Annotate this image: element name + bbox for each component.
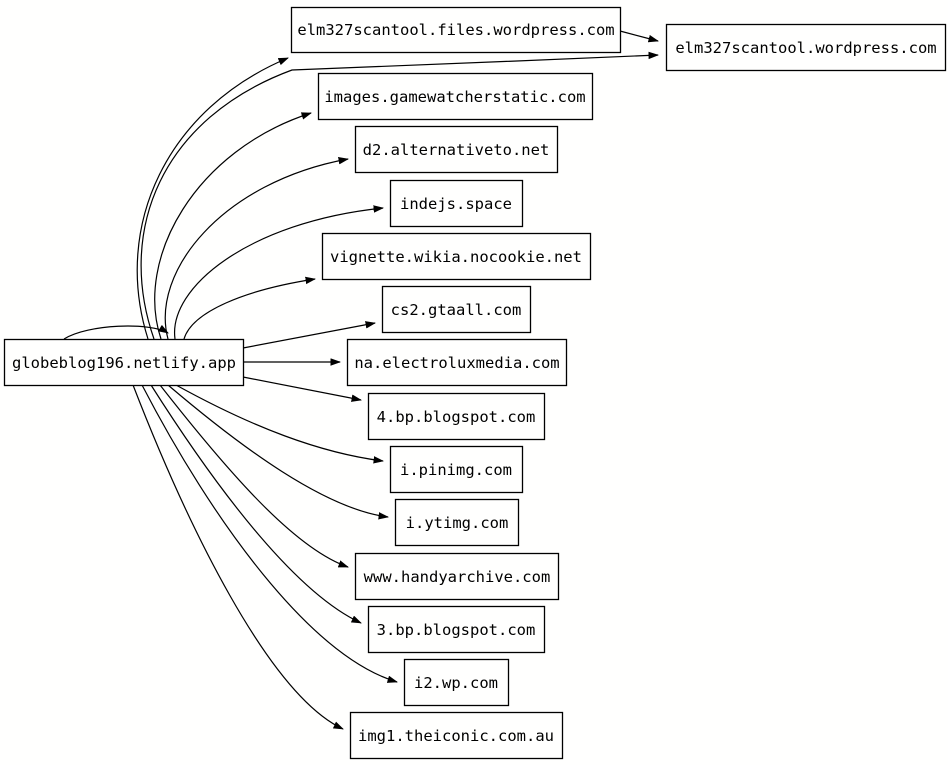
edge-globeblog196-self-loop: [63, 324, 169, 340]
node-label: cs2.gtaall.com: [391, 301, 522, 319]
node-box: [367, 392, 546, 441]
node-box: [389, 179, 524, 228]
edge-globeblog196-to-4-bp-blogspot: [242, 376, 362, 402]
edge-group: [63, 30, 659, 730]
node-label: na.electroluxmedia.com: [354, 354, 559, 372]
node-elm327scantool-files-wordpress-com: elm327scantool.files.wordpress.com: [290, 6, 622, 54]
node-i-ytimg-com: i.ytimg.com: [394, 498, 520, 547]
node-elm327scantool-wordpress-com: elm327scantool.wordpress.com: [665, 23, 947, 72]
node-box: [381, 285, 532, 334]
edge-globeblog196-to-cs2-gtaall: [242, 321, 376, 349]
edge-globeblog196-to-i2-wp: [141, 384, 398, 683]
node-box: [321, 232, 592, 281]
node-i2-wp-com: i2.wp.com: [403, 658, 510, 707]
node-box: [346, 338, 568, 387]
node-vignette-wikia-nocookie-net: vignette.wikia.nocookie.net: [321, 232, 592, 281]
node-box: [349, 711, 564, 760]
edge-globeblog196-to-indejs-space: [174, 205, 384, 340]
node-label: www.handyarchive.com: [364, 568, 551, 586]
edge-globeblog196-to-images-gamewatcherstatic: [154, 112, 312, 340]
edge-globeblog196-to-img1-theiconic: [132, 384, 344, 730]
edge-globeblog196-to-i-ytimg: [167, 384, 389, 520]
node-box: [367, 605, 546, 654]
node-box: [317, 72, 594, 121]
node-label: i.ytimg.com: [406, 514, 509, 532]
node-box: [354, 552, 560, 601]
node-globeblog196-netlify-app: globeblog196.netlify.app: [3, 338, 245, 387]
node-label: i.pinimg.com: [400, 461, 512, 479]
node-label: images.gamewatcherstatic.com: [324, 88, 585, 106]
node-label: vignette.wikia.nocookie.net: [330, 248, 582, 266]
node-label: i2.wp.com: [414, 674, 498, 692]
node-box: [389, 445, 524, 494]
edge-globeblog196-to-3-bp-blogspot: [150, 384, 362, 624]
node-label: d2.alternativeto.net: [363, 141, 550, 159]
node-box: [403, 658, 510, 707]
edge-globeblog196-to-i-pinimg: [175, 384, 384, 464]
node-label: img1.theiconic.com.au: [358, 727, 554, 745]
node-label: 4.bp.blogspot.com: [377, 408, 536, 426]
edge-globeblog196-to-elm327scantool-wordpress: [140, 51, 659, 340]
node-na-electroluxmedia-com: na.electroluxmedia.com: [346, 338, 568, 387]
edge-globeblog196-to-elm327scantool-files: [136, 57, 289, 340]
edge-globeblog196-to-vignette-wikia: [183, 276, 316, 340]
node-images-gamewatcherstatic-com: images.gamewatcherstatic.com: [317, 72, 594, 121]
node-box: [3, 338, 245, 387]
node-box: [665, 23, 947, 72]
node-www-handyarchive-com: www.handyarchive.com: [354, 552, 560, 601]
node-label: indejs.space: [400, 195, 512, 213]
node-label: elm327scantool.wordpress.com: [675, 39, 936, 57]
node-label: 3.bp.blogspot.com: [377, 621, 536, 639]
node-group: globeblog196.netlify.app elm327scantool.…: [3, 6, 947, 760]
node-3-bp-blogspot-com: 3.bp.blogspot.com: [367, 605, 546, 654]
node-box: [290, 6, 622, 54]
edge-globeblog196-to-www-handyarchive: [159, 384, 349, 568]
edge-elm327scantool-files-to-elm327scantool-wordpress: [619, 30, 659, 43]
node-box: [394, 498, 520, 547]
node-img1-theiconic-com-au: img1.theiconic.com.au: [349, 711, 564, 760]
node-cs2-gtaall-com: cs2.gtaall.com: [381, 285, 532, 334]
node-4-bp-blogspot-com: 4.bp.blogspot.com: [367, 392, 546, 441]
node-indejs-space: indejs.space: [389, 179, 524, 228]
node-box: [354, 125, 559, 174]
node-label: elm327scantool.files.wordpress.com: [297, 21, 614, 39]
node-d2-alternativeto-net: d2.alternativeto.net: [354, 125, 559, 174]
node-label: globeblog196.netlify.app: [12, 354, 236, 372]
edge-globeblog196-to-d2-alternativeto: [164, 157, 349, 340]
node-i-pinimg-com: i.pinimg.com: [389, 445, 524, 494]
